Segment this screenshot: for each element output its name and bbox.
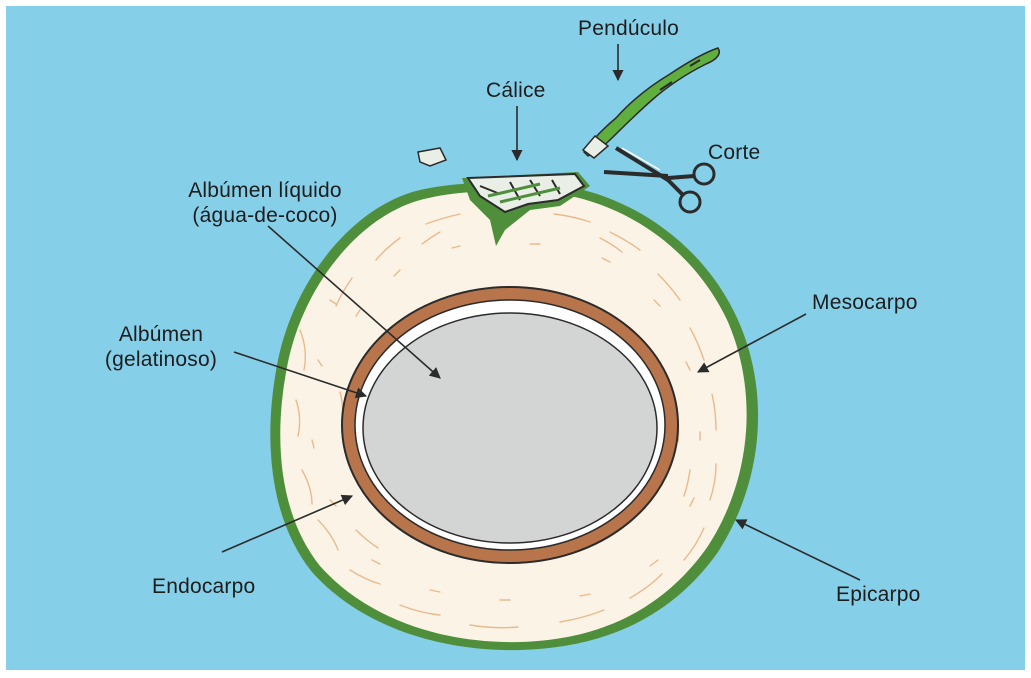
label-mesocarpo: Mesocarpo — [812, 290, 918, 315]
arrow-epicarpo — [736, 520, 860, 580]
liquid-albumen — [363, 313, 657, 543]
label-calice: Cálice — [486, 78, 546, 103]
scissors-icon — [604, 148, 714, 212]
label-penduculo: Pendúculo — [578, 16, 679, 41]
label-albumen: Albúmen (gelatinoso) — [86, 322, 236, 372]
label-albumen-liquido: Albúmen líquido (água-de-coco) — [160, 178, 370, 228]
label-albumen-liquido-line2: (água-de-coco) — [160, 203, 370, 228]
label-albumen-liquido-line1: Albúmen líquido — [160, 178, 370, 203]
label-albumen-line1: Albúmen — [86, 322, 236, 347]
label-epicarpo: Epicarpo — [836, 582, 920, 607]
label-corte: Corte — [708, 140, 760, 165]
cut-fragment — [418, 148, 446, 166]
label-endocarpo: Endocarpo — [152, 574, 255, 599]
coconut-interior — [342, 287, 678, 563]
peduncle — [583, 48, 719, 158]
label-albumen-line2: (gelatinoso) — [86, 347, 236, 372]
